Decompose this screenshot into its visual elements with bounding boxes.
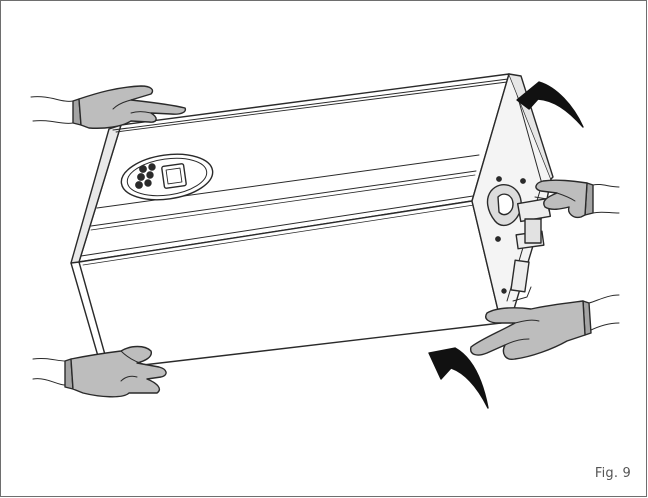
figure-caption: Fig. 9: [595, 466, 631, 481]
left-bottom-hand-icon: [33, 347, 166, 397]
rotate-arrow-bottom-icon: [429, 348, 488, 408]
